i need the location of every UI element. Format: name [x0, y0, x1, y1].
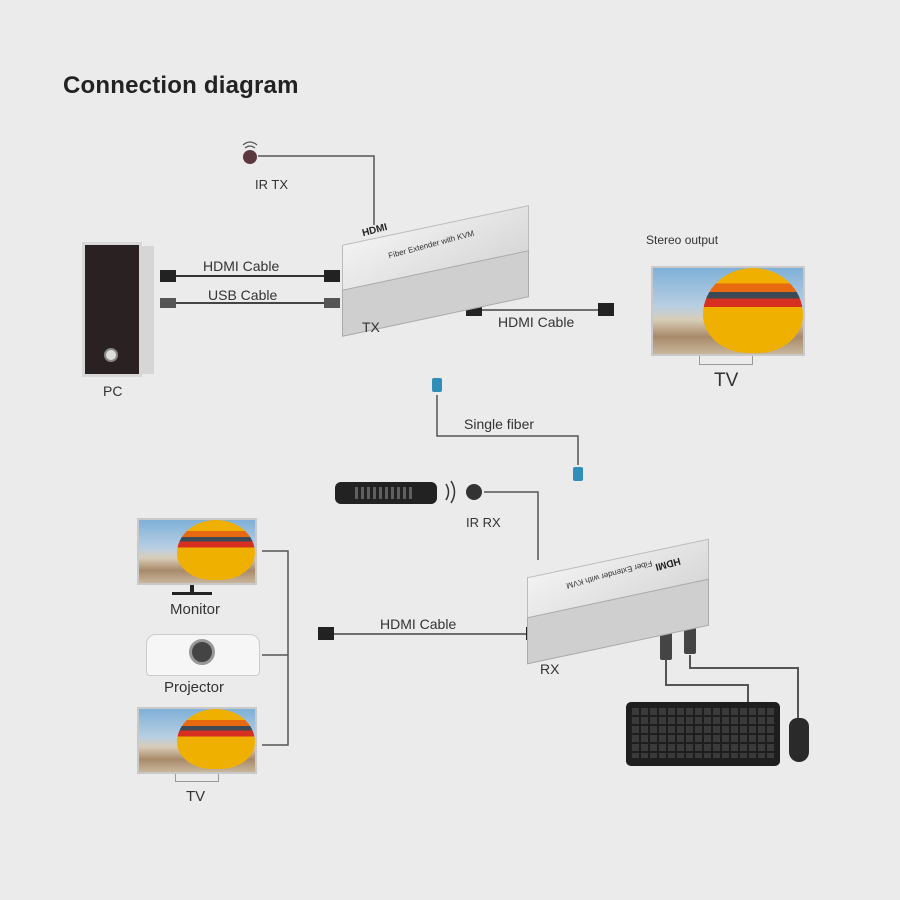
tv-top-label: TV [714, 370, 739, 391]
mouse-usb-cable [689, 655, 799, 722]
keyboard-usb-cable [665, 660, 749, 705]
tv-bottom-screen [137, 707, 257, 774]
hdmi-cable-tv-label: HDMI Cable [498, 314, 575, 330]
single-fiber-label: Single fiber [464, 416, 535, 432]
keyboard [626, 702, 780, 766]
hdmi-cable-pc-label: HDMI Cable [203, 258, 280, 274]
pc-label: PC [103, 383, 123, 399]
ir-tx-wire [258, 155, 375, 225]
stereo-output-label: Stereo output [646, 233, 719, 247]
monitor-label: Monitor [170, 601, 221, 618]
mouse [789, 718, 809, 762]
monitor-screen [137, 518, 257, 585]
tx-label: TX [362, 319, 380, 335]
tv-top-screen [651, 266, 805, 356]
usb-cable-pc-label: USB Cable [208, 287, 278, 303]
tv-bottom-label: TV [186, 788, 206, 805]
tx-device: HDMI Fiber Extender with KVM [342, 195, 532, 337]
page-title: Connection diagram [63, 72, 299, 99]
rx-device: HDMI Fiber Extender with KVM [525, 528, 715, 665]
projector [146, 634, 260, 676]
tv-bottom-stand [175, 774, 219, 782]
hdmi-cable-rx-label: HDMI Cable [380, 616, 457, 632]
ir-tx-label: IR TX [255, 177, 288, 192]
output-bracket [262, 550, 289, 746]
single-fiber-cable [436, 395, 579, 465]
ir-rx-label: IR RX [466, 515, 501, 530]
projector-label: Projector [164, 679, 225, 696]
ir-rx-wire [484, 491, 539, 560]
remote-control [335, 482, 437, 504]
monitor-stand [172, 592, 212, 595]
pc-tower [82, 242, 154, 377]
rx-label: RX [540, 661, 560, 677]
tv-top-stand [699, 356, 753, 365]
